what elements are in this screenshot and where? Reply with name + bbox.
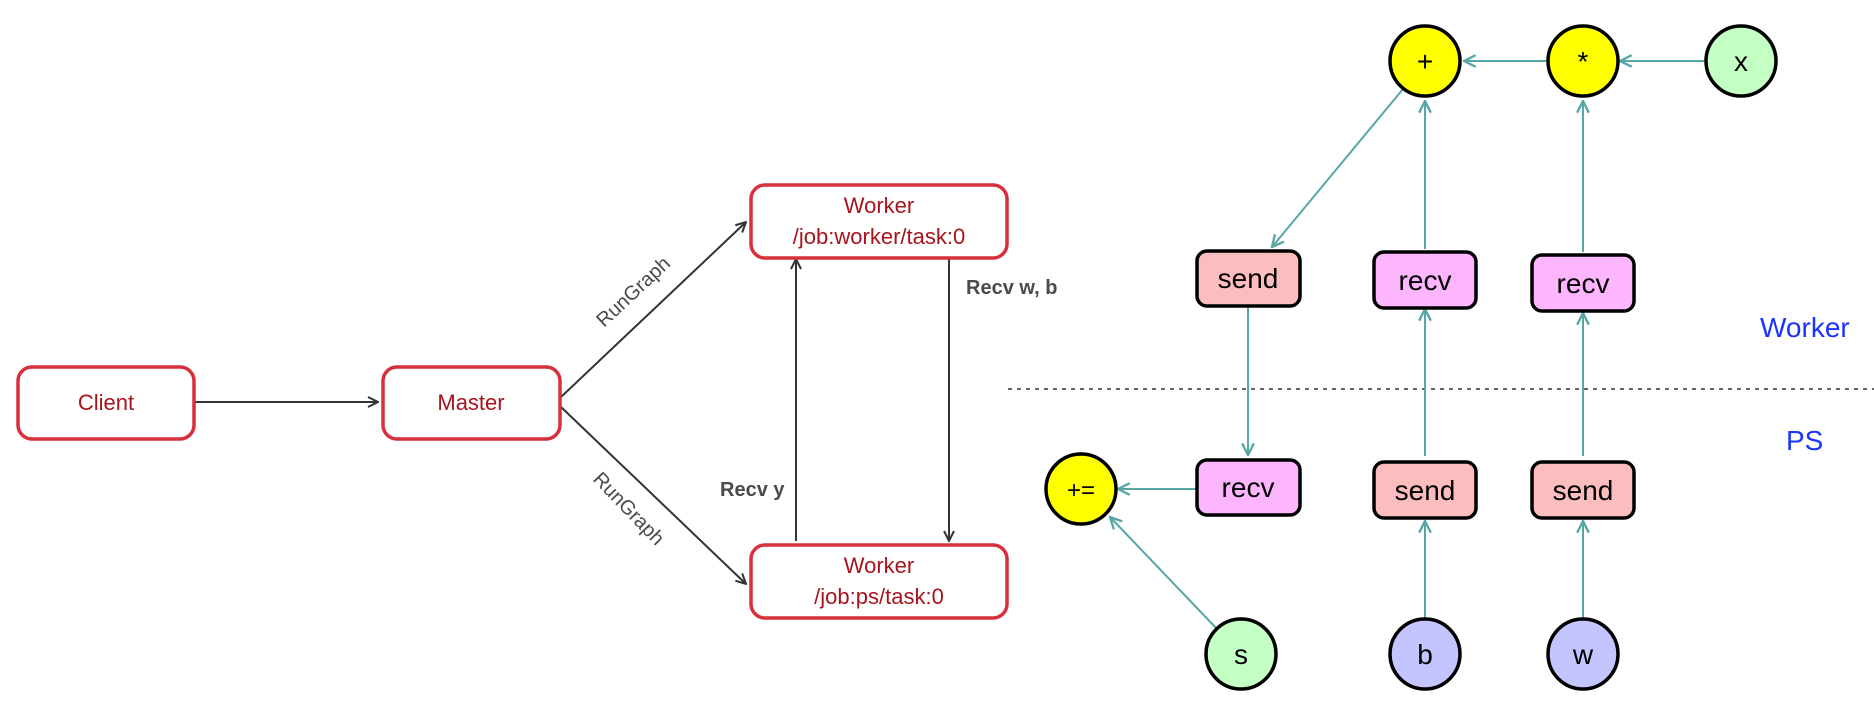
left-diagram: RunGraph RunGraph Recv w, b Recv y Clien… <box>16 183 1058 620</box>
ps-recv-node: recv <box>1195 458 1302 517</box>
svg-text:recv: recv <box>1399 265 1452 296</box>
master-box: Master <box>381 365 562 441</box>
svg-text:s: s <box>1234 639 1248 670</box>
svg-text:send: send <box>1395 475 1456 506</box>
edge-label-recv-wb: Recv w, b <box>966 277 1058 299</box>
svg-text:send: send <box>1553 475 1614 506</box>
worker-top-job: /job:worker/task:0 <box>793 224 965 249</box>
worker-top-title: Worker <box>844 193 915 218</box>
svg-text:x: x <box>1734 46 1748 77</box>
svg-text:recv: recv <box>1557 268 1610 299</box>
var-w: w <box>1546 617 1620 691</box>
worker-top-box: Worker /job:worker/task:0 <box>749 183 1009 260</box>
edge-plus-send <box>1272 88 1404 247</box>
var-b: b <box>1388 617 1462 691</box>
edge-label-rungraph-bottom: RunGraph <box>588 468 668 550</box>
client-box: Client <box>16 365 196 441</box>
edge-s-assignadd <box>1110 517 1219 631</box>
worker-bottom-title: Worker <box>844 553 915 578</box>
worker-send-node: send <box>1195 249 1302 308</box>
svg-text:+=: += <box>1067 477 1095 504</box>
worker-bottom-box: Worker /job:ps/task:0 <box>749 543 1009 620</box>
edge-master-worker-bottom <box>560 406 746 584</box>
region-label-worker: Worker <box>1760 312 1850 343</box>
region-label-ps: PS <box>1786 425 1823 456</box>
var-s: s <box>1204 617 1278 691</box>
worker-bottom-job: /job:ps/task:0 <box>814 584 944 609</box>
ps-send-node-2: send <box>1530 460 1636 520</box>
assign-add-op: += <box>1044 452 1118 526</box>
edge-label-recv-y: Recv y <box>720 479 785 501</box>
worker-recv-node-1: recv <box>1372 250 1478 310</box>
plus-op: + <box>1388 24 1462 98</box>
svg-text:b: b <box>1417 639 1433 670</box>
edge-label-rungraph-top: RunGraph <box>592 253 674 332</box>
svg-text:+: + <box>1417 46 1433 77</box>
client-label: Client <box>78 390 134 415</box>
svg-text:recv: recv <box>1222 472 1275 503</box>
master-label: Master <box>437 390 504 415</box>
ps-send-node-1: send <box>1372 460 1478 520</box>
worker-recv-node-2: recv <box>1530 253 1636 313</box>
svg-text:*: * <box>1578 46 1589 77</box>
var-x: x <box>1704 24 1778 98</box>
times-op: * <box>1546 24 1620 98</box>
svg-text:w: w <box>1572 639 1594 670</box>
right-diagram: Worker PS + * x send <box>1008 24 1874 691</box>
svg-text:send: send <box>1218 263 1279 294</box>
edge-master-worker-top <box>560 222 746 398</box>
